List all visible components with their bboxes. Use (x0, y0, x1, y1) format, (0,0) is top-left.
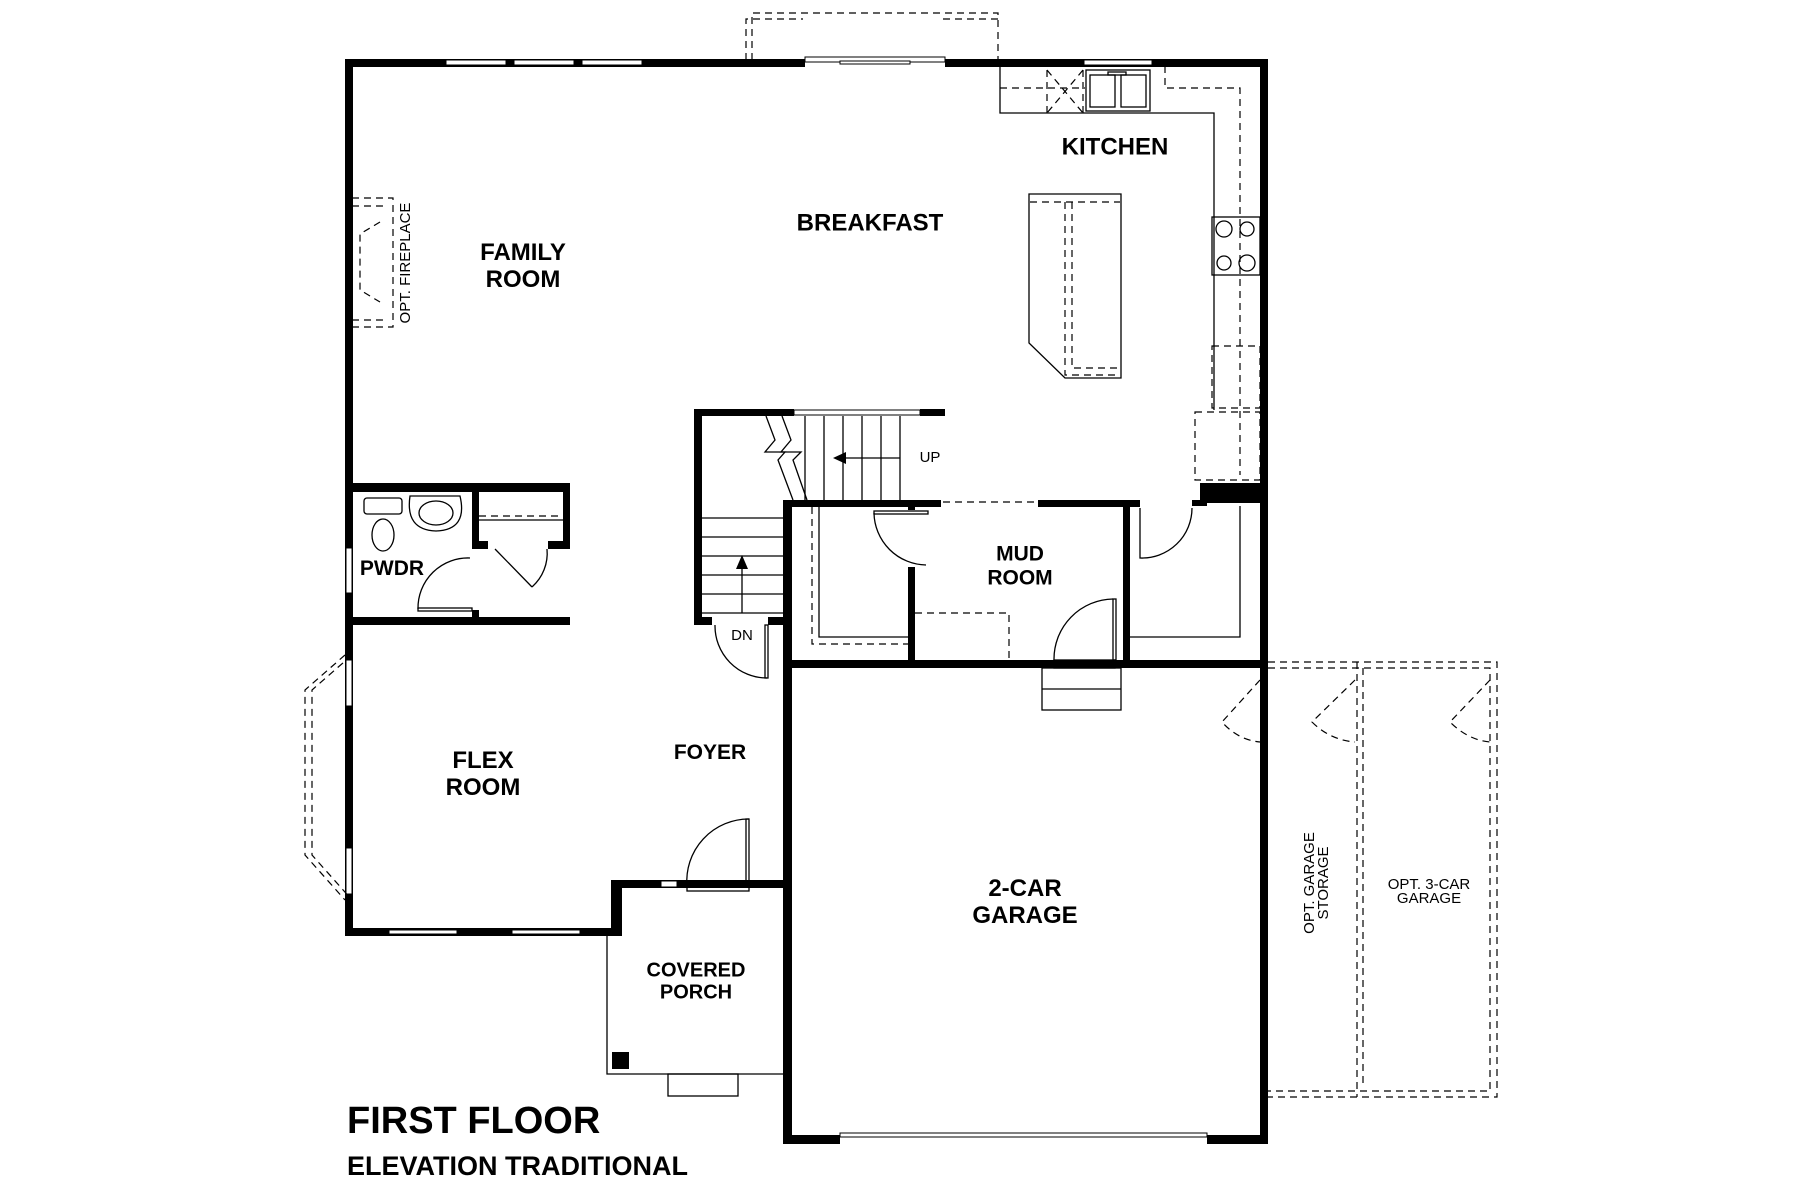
opt-3car-garage-label: OPT. 3-CAR GARAGE (1387, 875, 1471, 907)
pwdr-label: PWDR (360, 557, 424, 581)
family-room-label: FAMILY ROOM (480, 239, 566, 294)
breakfast-label: BREAKFAST (796, 209, 944, 238)
stair-up-label: UP (919, 448, 941, 466)
garage-label-line1: 2-CAR (988, 875, 1062, 903)
interior-walls (345, 409, 1207, 667)
foyer-label-line1: FOYER (673, 741, 747, 765)
opt-fireplace-label: OPT. FIREPLACE (396, 202, 414, 324)
mud-room-label: MUD ROOM (987, 542, 1052, 589)
opt-garage-storage-line2: STORAGE (1315, 846, 1332, 920)
mud-room-fixtures (811, 501, 1241, 711)
stair-down-label: DN (731, 626, 753, 644)
family-room-label-line2: ROOM (485, 266, 561, 293)
family-room-label-line1: FAMILY (480, 239, 566, 267)
flex-room-label-line1: FLEX (452, 747, 514, 775)
kitchen-label: KITCHEN (1061, 133, 1169, 162)
opt-3car-garage-line1: OPT. 3-CAR (1387, 875, 1471, 893)
staircase (702, 409, 921, 679)
optional-fireplace (352, 197, 394, 328)
covered-porch-label-line2: PORCH (659, 982, 733, 1004)
opt-garage-storage-label: OPT. GARAGE STORAGE (1301, 832, 1332, 934)
kitchen-fixtures (999, 66, 1261, 481)
mud-room-label-line1: MUD (996, 542, 1044, 566)
optional-bay-window (304, 654, 353, 901)
optional-bumpout (745, 12, 1000, 60)
optional-garage-expansion (1221, 661, 1498, 1098)
pwdr-label-line1: PWDR (359, 557, 425, 581)
foyer-porch-fixtures (606, 818, 783, 1097)
covered-porch-label: COVERED PORCH (647, 960, 746, 1005)
mud-room-label-line2: ROOM (987, 566, 1053, 589)
covered-porch-label-line1: COVERED (646, 959, 746, 982)
plan-subtitle: ELEVATION TRADITIONAL (347, 1151, 688, 1181)
windows (345, 56, 1208, 1138)
plan-title: FIRST FLOOR (347, 1100, 601, 1142)
foyer-label: FOYER (674, 741, 746, 765)
flex-room-label-line2: ROOM (445, 774, 521, 801)
garage-label-line2: GARAGE (972, 902, 1078, 929)
kitchen-label-line1: KITCHEN (1061, 133, 1169, 161)
powder-room-fixtures (363, 495, 563, 612)
flex-room-label: FLEX ROOM (445, 747, 521, 802)
breakfast-label-line1: BREAKFAST (796, 209, 944, 237)
garage-label: 2-CAR GARAGE (972, 875, 1078, 930)
opt-3car-garage-line2: GARAGE (1396, 890, 1462, 907)
